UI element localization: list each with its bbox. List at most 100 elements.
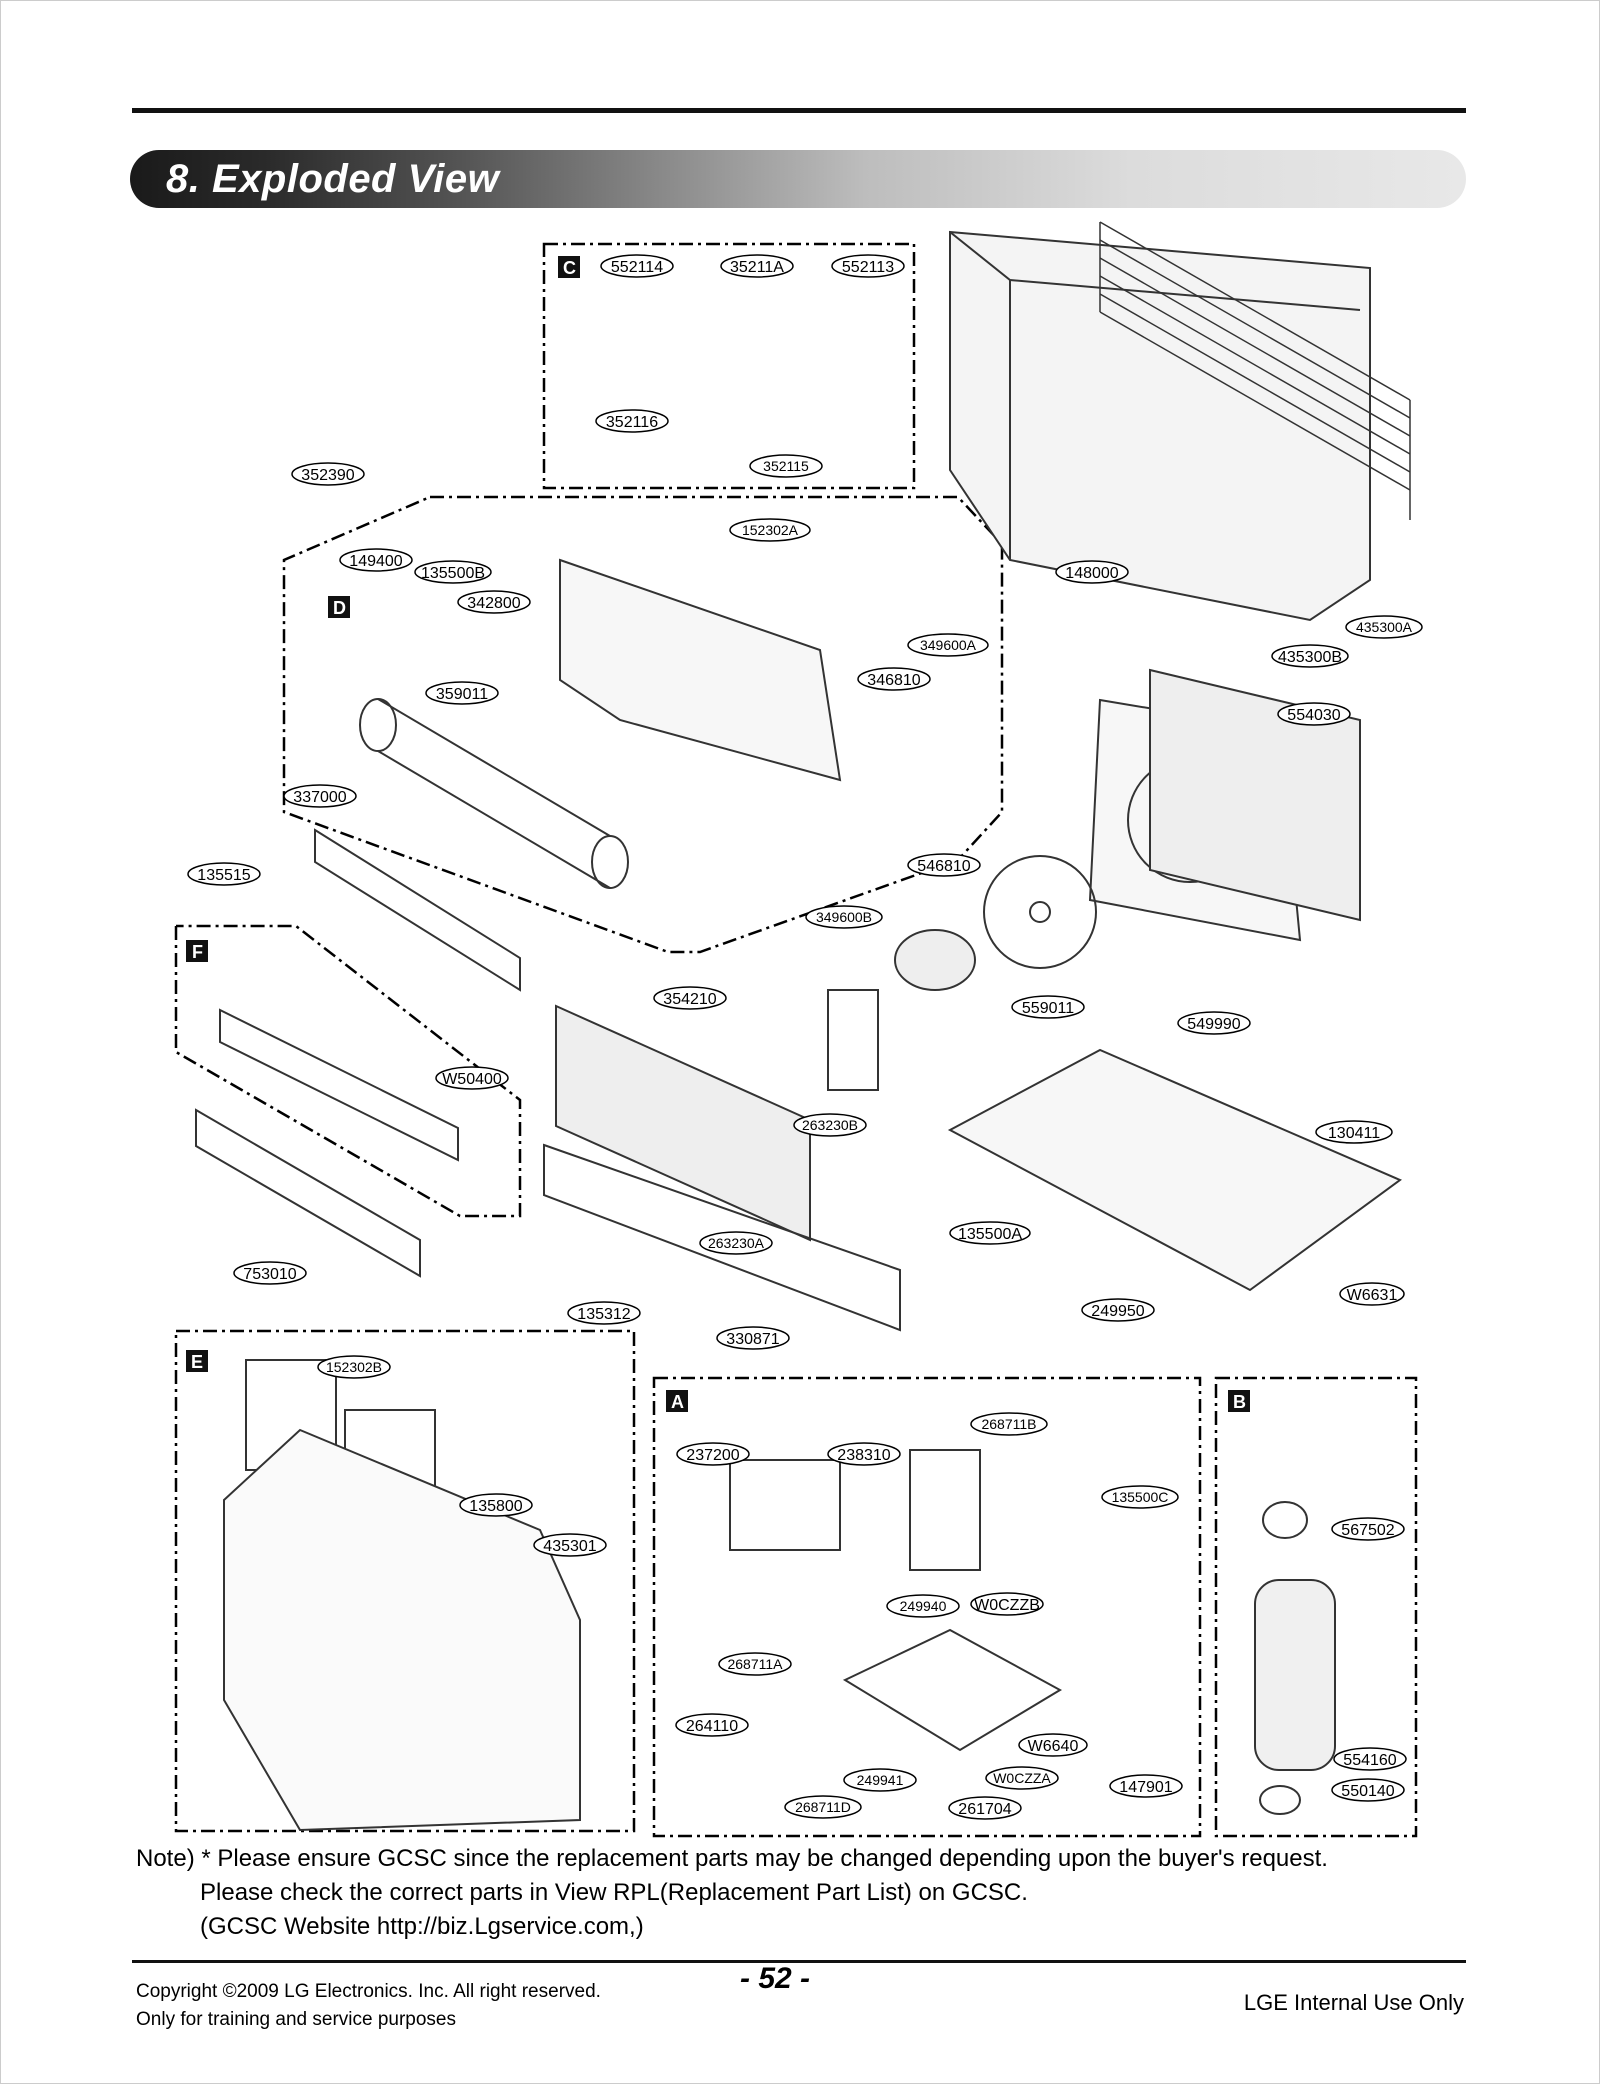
part-label: 546810 (917, 858, 970, 875)
exploded-view-diagram: C D F E A B (174, 221, 1423, 1838)
compressor-part (1254, 1579, 1336, 1771)
part-label: 149400 (349, 553, 402, 570)
section-e-frame (174, 1329, 636, 1833)
note-line-1: Note) * Please ensure GCSC since the rep… (136, 1845, 1328, 1872)
part-label: 330871 (726, 1331, 779, 1348)
section-c-letter: C (563, 258, 576, 278)
part-label: 35211A (730, 259, 784, 276)
part-label: 554030 (1287, 707, 1340, 724)
electrical-panel-part (842, 1628, 1063, 1752)
part-label: 342800 (467, 595, 520, 612)
control-box-part (729, 1459, 841, 1551)
section-d-tag (328, 596, 350, 618)
heater-part (219, 1008, 459, 1162)
part-label: 249941 (857, 1772, 904, 1788)
part-label: 268711D (795, 1799, 851, 1815)
cabinet-case-part (949, 230, 1371, 622)
part-label: 349600A (920, 637, 977, 653)
part-label: 135312 (577, 1306, 630, 1323)
part-label: 135800 (469, 1498, 522, 1515)
part-label: 135500C (1112, 1489, 1169, 1505)
part-label: 435301 (543, 1538, 596, 1555)
internal-use-label: LGE Internal Use Only (1243, 1990, 1464, 2015)
part-label: 435300B (1278, 649, 1342, 666)
title-banner (130, 150, 1466, 208)
evaporator-coil-part (555, 1004, 811, 1242)
part-label: W6640 (1028, 1738, 1079, 1755)
part-label: 268711A (727, 1656, 783, 1672)
part-label: 152302A (742, 522, 799, 538)
part-label: 352115 (763, 458, 809, 474)
fan-motor-part (894, 929, 976, 991)
page-number: - 52 - (740, 1962, 811, 1995)
part-label: 238310 (837, 1447, 890, 1464)
cross-flow-fan-part (359, 698, 629, 889)
part-label: W50400 (442, 1071, 502, 1088)
part-label: 567502 (1341, 1522, 1394, 1539)
footer-copyright: Copyright ©2009 LG Electronics. Inc. All… (136, 1978, 601, 2034)
base-pan-part (947, 1048, 1402, 1292)
part-label: 135515 (197, 867, 250, 884)
part-label: 550140 (1341, 1783, 1394, 1800)
note-line-3: (GCSC Website http://biz.Lgservice.com,) (200, 1913, 644, 1940)
training-text: Only for training and service purposes (136, 2009, 456, 2030)
section-b-frame (1214, 1376, 1418, 1838)
section-a-tag (666, 1390, 688, 1412)
note-block: Note) * Please ensure GCSC since the rep… (136, 1842, 1328, 1944)
note-line-2: Please check the correct parts in View R… (200, 1879, 1028, 1906)
section-c-tag (558, 256, 580, 278)
part-label: 130411 (1328, 1125, 1380, 1142)
part-label: 359011 (436, 686, 488, 703)
part-label: 435300A (1356, 619, 1413, 635)
part-label: 264110 (686, 1718, 738, 1735)
part-callouts (187, 254, 1423, 1820)
fan-guard-part (314, 828, 521, 992)
section-a-letter: A (671, 1392, 684, 1412)
part-label: W0CZZA (993, 1770, 1051, 1786)
part-label: 352116 (606, 414, 658, 431)
motor-bracket-part (827, 989, 879, 1091)
part-label: 554160 (1343, 1752, 1396, 1769)
part-label: 268711B (981, 1416, 1036, 1432)
part-label: 135500A (958, 1226, 1022, 1243)
part-label: W0CZZB (974, 1597, 1040, 1614)
part-label: 549990 (1187, 1016, 1240, 1033)
section-e-letter: E (191, 1352, 203, 1372)
part-label: 237200 (686, 1447, 739, 1464)
part-label: 552113 (842, 259, 894, 276)
part-label: 263230B (802, 1117, 858, 1133)
part-label: 249950 (1091, 1303, 1144, 1320)
part-label: 349600B (816, 909, 872, 925)
part-label: 346810 (867, 672, 920, 689)
section-d-frame (282, 495, 1004, 954)
part-label: 152302B (326, 1359, 382, 1375)
part-label: 249940 (900, 1598, 947, 1614)
section-a-frame (652, 1376, 1202, 1838)
section-f-frame (174, 924, 522, 1218)
part-label: 753010 (243, 1266, 296, 1283)
part-label: 337000 (293, 789, 346, 806)
rear-grille-part (1099, 221, 1411, 520)
top-rule (132, 108, 1466, 113)
bottom-rule (132, 1960, 1466, 1963)
front-panel-part (223, 1428, 581, 1832)
part-label: 147901 (1119, 1779, 1172, 1796)
section-e-tag (186, 1350, 208, 1372)
heater-bank-part (195, 1108, 421, 1278)
section-b-tag (1228, 1390, 1250, 1412)
drain-pan-part (543, 1143, 901, 1332)
copyright-text: Copyright ©2009 LG Electronics. Inc. All… (136, 1981, 601, 2002)
section-d-letter: D (333, 598, 346, 618)
part-label: 352390 (301, 467, 354, 484)
blower-housing-part (559, 558, 842, 782)
propeller-fan-part (983, 855, 1097, 969)
section-f-tag (186, 940, 208, 962)
condenser-coil-part (1149, 668, 1361, 922)
page-title: 8. Exploded View (166, 157, 500, 201)
part-label: 559011 (1022, 1000, 1074, 1017)
section-b-letter: B (1233, 1392, 1246, 1412)
section-c-frame (542, 242, 916, 490)
part-label: 148000 (1065, 565, 1118, 582)
part-label: 135500B (421, 565, 485, 582)
part-label: 552114 (611, 259, 663, 276)
